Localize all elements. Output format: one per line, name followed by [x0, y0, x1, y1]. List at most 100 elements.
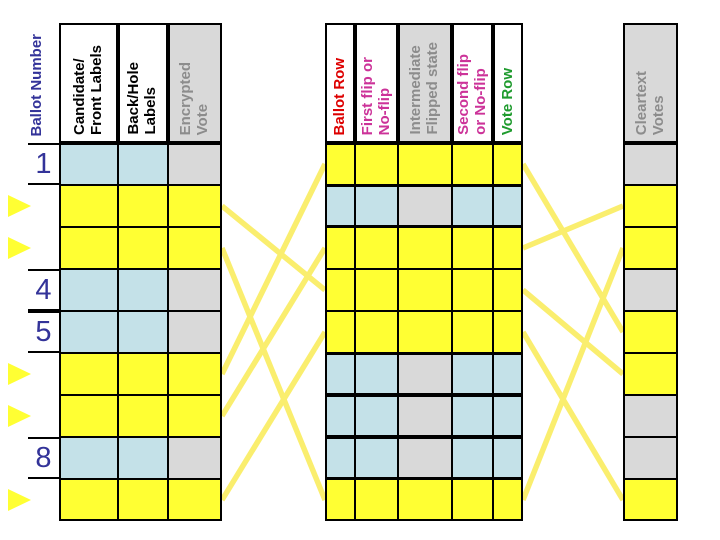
mix-link-line — [219, 246, 328, 502]
row-arrow-icon — [8, 489, 31, 511]
ballot-table-header-label-1: Back/Hole Labels — [125, 62, 159, 135]
flip-table-cell-r9-c0 — [325, 479, 355, 521]
flip-table-header-label-1: First flip or No-flip — [358, 56, 393, 135]
flip-table-cell-r4-c1 — [355, 269, 398, 311]
ballot-table-cell-r9-c2 — [168, 479, 222, 521]
ballot-table-cell-r2-c2 — [168, 185, 222, 227]
ballot-number-label: 5 — [35, 315, 52, 348]
flip-table-cell-r8-c1 — [355, 437, 398, 479]
flip-table-cell-r7-c1 — [355, 395, 398, 437]
flip-table-cell-r2-c1 — [355, 185, 398, 227]
flip-table-cell-r4-c4 — [493, 269, 523, 311]
ballot-table-header-0: Candidate/ Front Labels — [59, 23, 118, 143]
mix-link-line — [219, 246, 328, 418]
flip-table-cell-r5-c1 — [355, 311, 398, 353]
ballot-table-cell-r3-c0 — [59, 227, 118, 269]
ballot-table-cell-r9-c0 — [59, 479, 118, 521]
flip-table-cell-r9-c4 — [493, 479, 523, 521]
flip-table-cell-r4-c2 — [398, 269, 452, 311]
flip-table-header-1: First flip or No-flip — [355, 23, 398, 143]
ballot-table-cell-r6-c2 — [168, 353, 222, 395]
results-table-cell-r3-c0 — [623, 227, 678, 269]
flip-table-cell-r9-c1 — [355, 479, 398, 521]
flip-table-cell-r2-c4 — [493, 185, 523, 227]
results-table-cell-r8-c0 — [623, 437, 678, 479]
ballot-table-cell-r8-c0 — [59, 437, 118, 479]
flip-table-cell-r3-c3 — [452, 227, 493, 269]
flip-table-header-label-4: Vote Row — [498, 67, 516, 135]
flip-table-cell-r1-c4 — [493, 143, 523, 185]
ballot-table-header-label-0: Candidate/ Front Labels — [70, 44, 105, 135]
flip-table-cell-r6-c2 — [398, 353, 452, 395]
ballot-number-cell-r1: 1 — [28, 143, 59, 185]
flip-table-header-2: Intermediate Flipped state — [398, 23, 452, 143]
flip-table-cell-r5-c3 — [452, 311, 493, 353]
ballot-table-header-1: Back/Hole Labels — [118, 23, 168, 143]
mix-link-line — [520, 246, 626, 502]
results-table-header-label-0: Cleartext Votes — [632, 70, 667, 135]
flip-table-header-3: Second flip or No-flip — [452, 23, 493, 143]
flip-table-header-label-3: Second flip or No-flip — [454, 54, 489, 135]
flip-table-cell-r8-c0 — [325, 437, 355, 479]
ballot-table-cell-r6-c0 — [59, 353, 118, 395]
ballot-table-cell-r4-c1 — [118, 269, 168, 311]
ballot-table-header-label-2: Encrypted Vote — [177, 61, 211, 135]
ballot-table-cell-r4-c0 — [59, 269, 118, 311]
flip-table-cell-r6-c3 — [452, 353, 493, 395]
flip-table-cell-r3-c1 — [355, 227, 398, 269]
flip-table-cell-r2-c0 — [325, 185, 355, 227]
flip-table-cell-r1-c0 — [325, 143, 355, 185]
flip-table-cell-r7-c2 — [398, 395, 452, 437]
flip-table-header-label-0: Ballot Row — [330, 57, 348, 136]
results-table-cell-r4-c0 — [623, 269, 678, 311]
ballot-number-label: 8 — [35, 441, 52, 474]
ballot-table-cell-r5-c2 — [168, 311, 222, 353]
ballot-table-cell-r6-c1 — [118, 353, 168, 395]
ballot-table-cell-r1-c0 — [59, 143, 118, 185]
mix-link-line — [219, 330, 328, 502]
flip-table-header-4: Vote Row — [493, 23, 523, 143]
ballot-number-label: 4 — [35, 273, 52, 306]
ballot-table-cell-r4-c2 — [168, 269, 222, 311]
flip-table-cell-r6-c1 — [355, 353, 398, 395]
results-table-cell-r9-c0 — [623, 479, 678, 521]
mix-link-line — [520, 330, 626, 502]
results-table-header-0: Cleartext Votes — [623, 23, 678, 143]
results-table-cell-r7-c0 — [623, 395, 678, 437]
flip-table-header-label-2: Intermediate Flipped state — [407, 42, 441, 135]
flip-table-cell-r5-c2 — [398, 311, 452, 353]
row-arrow-icon — [8, 237, 31, 259]
ballot-table-cell-r9-c1 — [118, 479, 168, 521]
ballot-number-label: 1 — [35, 147, 52, 180]
flip-table-cell-r3-c4 — [493, 227, 523, 269]
ballot-table-cell-r8-c2 — [168, 437, 222, 479]
ballot-table-cell-r8-c1 — [118, 437, 168, 479]
flip-table-cell-r3-c0 — [325, 227, 355, 269]
ballot-table-cell-r5-c0 — [59, 311, 118, 353]
flip-table-cell-r2-c3 — [452, 185, 493, 227]
flip-table-cell-r4-c3 — [452, 269, 493, 311]
flip-table-cell-r2-c2 — [398, 185, 452, 227]
results-table-cell-r2-c0 — [623, 185, 678, 227]
flip-table-cell-r4-c0 — [325, 269, 355, 311]
results-table-cell-r5-c0 — [623, 311, 678, 353]
flip-table-cell-r1-c2 — [398, 143, 452, 185]
mix-link-line — [219, 162, 328, 376]
ballot-table-cell-r3-c1 — [118, 227, 168, 269]
results-table-cell-r6-c0 — [623, 353, 678, 395]
ballot-number-cell-r8: 8 — [28, 437, 59, 479]
flip-table-cell-r8-c3 — [452, 437, 493, 479]
ballot-table-cell-r7-c2 — [168, 395, 222, 437]
flip-table-cell-r8-c4 — [493, 437, 523, 479]
mix-link-line — [521, 203, 625, 251]
flip-table-cell-r7-c0 — [325, 395, 355, 437]
flip-table-header-0: Ballot Row — [325, 23, 355, 143]
flip-table-cell-r9-c2 — [398, 479, 452, 521]
ballot-number-cell-r4: 4 — [28, 269, 59, 311]
ballot-table-header-2: Encrypted Vote — [168, 23, 222, 143]
flip-table-cell-r7-c4 — [493, 395, 523, 437]
flip-table-cell-r5-c0 — [325, 311, 355, 353]
ballot-number-header: Ballot Number — [16, 0, 59, 143]
